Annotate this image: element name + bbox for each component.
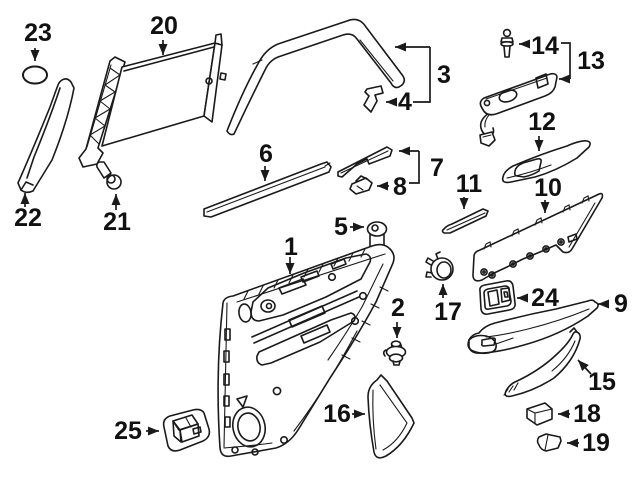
wire-connector xyxy=(479,131,496,147)
callout-16-label: 16 xyxy=(323,400,351,428)
part-14-push-pin xyxy=(500,28,514,58)
regulator-opening-upper xyxy=(250,253,372,322)
part-22-pillar-trim xyxy=(17,78,75,194)
part-16-corner-trim xyxy=(367,374,415,459)
callout-7-bracket xyxy=(409,151,420,184)
callout-2-label: 2 xyxy=(391,294,405,322)
part-18-lamp-housing xyxy=(526,402,553,426)
callout-21-label: 21 xyxy=(103,208,131,236)
callout-5: 5 xyxy=(334,213,364,241)
callout-7-label: 7 xyxy=(430,154,444,182)
regulator-opening-lower xyxy=(256,312,356,366)
part-20-sunshade-assembly xyxy=(78,33,227,168)
callout-11: 11 xyxy=(456,170,483,209)
callout-3: 3 xyxy=(395,42,451,103)
callout-8: 8 xyxy=(377,173,407,201)
callout-4: 4 xyxy=(386,88,412,116)
shade-guide-rail xyxy=(78,56,126,168)
callout-19: 19 xyxy=(567,429,610,457)
panel-clip-fasteners xyxy=(480,238,565,279)
callout-22: 22 xyxy=(14,193,42,232)
callout-19-label: 19 xyxy=(582,429,610,457)
callout-14: 14 xyxy=(519,32,559,60)
part-8-clip-bracket xyxy=(349,175,373,195)
callout-23: 23 xyxy=(24,19,52,61)
callout-9-label: 9 xyxy=(614,290,628,318)
part-17-speaker-ring xyxy=(425,251,454,281)
part-10-upper-door-panel xyxy=(472,192,604,282)
callout-13: 13 xyxy=(559,42,605,84)
callout-13-bracket xyxy=(561,42,571,79)
callout-1: 1 xyxy=(284,233,298,274)
callout-6: 6 xyxy=(259,140,273,181)
part-24-window-switch xyxy=(479,280,516,315)
callout-20: 20 xyxy=(150,12,178,55)
part-4-frame-clip xyxy=(363,85,384,113)
part-23-grommet-oval xyxy=(22,65,48,85)
callout-4-label: 4 xyxy=(398,88,412,116)
callout-5-label: 5 xyxy=(334,213,348,241)
armrest-pull-cup xyxy=(467,334,497,355)
callout-3-label: 3 xyxy=(437,61,451,89)
part-1-door-trim-panel xyxy=(217,243,395,458)
callout-18: 18 xyxy=(558,400,601,428)
callout-3-bracket xyxy=(413,47,431,103)
part-2-panel-fastener xyxy=(382,340,407,366)
callout-11-label: 11 xyxy=(456,170,483,198)
callout-9: 9 xyxy=(598,290,628,318)
callout-15-label: 15 xyxy=(588,368,616,396)
callout-17: 17 xyxy=(434,284,462,326)
part-15-lower-pocket-panel xyxy=(503,327,581,398)
callout-25: 25 xyxy=(114,417,159,445)
callout-18-label: 18 xyxy=(573,400,601,428)
callout-21: 21 xyxy=(103,194,131,236)
callout-1-label: 1 xyxy=(284,233,298,261)
callout-15-arrow xyxy=(577,359,592,375)
callout-20-label: 20 xyxy=(150,12,178,40)
callout-12-label: 12 xyxy=(528,108,556,136)
callout-10: 10 xyxy=(534,174,562,213)
callout-14-label: 14 xyxy=(531,32,559,60)
part-6-belt-weatherstrip xyxy=(203,161,332,218)
callout-12: 12 xyxy=(528,108,556,151)
callout-10-label: 10 xyxy=(534,174,562,202)
part-13-pull-handle-assembly xyxy=(479,72,558,147)
part-25-switch-block xyxy=(162,408,211,452)
part-3-window-frame-trim xyxy=(226,18,406,136)
part-19-bulb xyxy=(536,433,562,452)
callout-24: 24 xyxy=(517,284,559,312)
callout-22-label: 22 xyxy=(14,204,42,232)
part-7-inner-strip xyxy=(337,146,393,178)
callout-25-label: 25 xyxy=(114,417,142,445)
part-11-small-strip xyxy=(441,208,489,234)
callout-6-label: 6 xyxy=(259,140,273,168)
callout-23-label: 23 xyxy=(24,19,52,47)
callout-13-label: 13 xyxy=(577,47,605,75)
rail-truss-zigzag xyxy=(89,67,121,145)
callout-7: 7 xyxy=(399,146,444,184)
callout-2: 2 xyxy=(391,294,405,338)
callout-16: 16 xyxy=(323,400,365,428)
callout-17-label: 17 xyxy=(434,298,462,326)
part-21-screw xyxy=(95,161,122,190)
callout-15: 15 xyxy=(577,359,616,396)
callout-8-label: 8 xyxy=(393,173,407,201)
speaker-cutout xyxy=(232,406,266,448)
part-9-armrest xyxy=(467,299,599,355)
callout-24-label: 24 xyxy=(531,284,559,312)
part-12-upper-trim-strip xyxy=(501,140,591,184)
